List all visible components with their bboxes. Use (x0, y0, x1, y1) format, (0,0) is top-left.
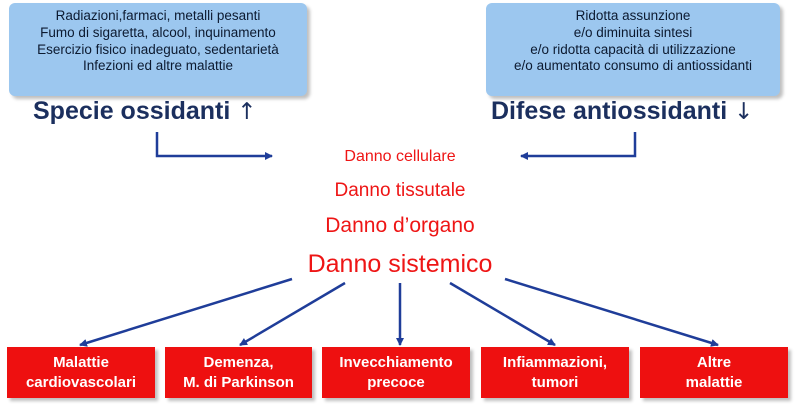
systemic-to-cardiovascular-arrow (79, 277, 293, 347)
antioxidant-cause-line: e/o ridotta capacità di utilizzazione (530, 41, 736, 57)
systemic-to-dementia-arrow (239, 281, 346, 347)
up-arrow-icon: ↑ (237, 99, 257, 125)
outcome-line: M. di Parkinson (183, 373, 294, 391)
systemic-damage-label: Danno sistemico (307, 250, 493, 278)
outcome-line: malattie (685, 373, 743, 391)
oxidant-species-label: Specie ossidanti (33, 97, 231, 125)
systemic-to-inflammation-arrow (449, 281, 556, 347)
oxidant-cause-line: Radiazioni,farmaci, metalli pesanti (55, 8, 261, 23)
systemic-to-other-diseases-arrow (504, 277, 719, 347)
tissue-damage-label: Danno tissutale (334, 180, 466, 201)
outcome-line: Demenza, (203, 353, 274, 371)
outcome-line: cardiovascolari (25, 373, 137, 391)
outcome-line: Invecchiamento (339, 353, 453, 371)
oxidant-species-heading: Specie ossidanti ↑ (33, 97, 257, 126)
oxidant-cause-line: Fumo di sigaretta, alcool, inquinamento (40, 24, 276, 40)
oxidant-cause-line: Esercizio fisico inadeguato, sedentariet… (37, 41, 279, 57)
antioxidant-to-damage-arrow (520, 132, 637, 160)
oxidant-causes-box: Radiazioni,farmaci, metalli pesanti Fumo… (9, 3, 307, 96)
organ-damage-label: Danno d’organo (325, 214, 475, 237)
outcome-premature-aging: Invecchiamento precoce (322, 347, 470, 398)
oxidant-to-damage-arrow (155, 132, 273, 160)
down-arrow-icon: ↓ (734, 99, 754, 125)
antioxidant-cause-line: e/o diminuita sintesi (573, 24, 693, 40)
outcome-inflammation: Infiammazioni, tumori (481, 347, 629, 398)
antioxidant-cause-line: e/o aumentato consumo di antiossidanti (514, 58, 752, 74)
outcome-cardiovascular: Malattie cardiovascolari (7, 347, 155, 398)
outcome-line: Malattie (53, 353, 109, 371)
cellular-damage-label: Danno cellulare (344, 148, 456, 165)
outcome-line: Infiammazioni, (502, 353, 608, 371)
outcome-line: tumori (531, 373, 579, 391)
antioxidant-cause-line: Ridotta assunzione (575, 8, 691, 23)
antioxidant-causes-box: Ridotta assunzione e/o diminuita sintesi… (486, 3, 780, 96)
outcome-dementia: Demenza, M. di Parkinson (165, 347, 312, 398)
outcome-line: precoce (367, 373, 425, 391)
outcome-line: Altre (696, 353, 732, 371)
antioxidant-defenses-label: Difese antiossidanti (491, 97, 728, 125)
antioxidant-defenses-heading: Difese antiossidanti ↓ (491, 97, 753, 126)
oxidant-cause-line: Infezioni ed altre malattie (82, 58, 234, 74)
outcome-other-diseases: Altre malattie (640, 347, 788, 398)
